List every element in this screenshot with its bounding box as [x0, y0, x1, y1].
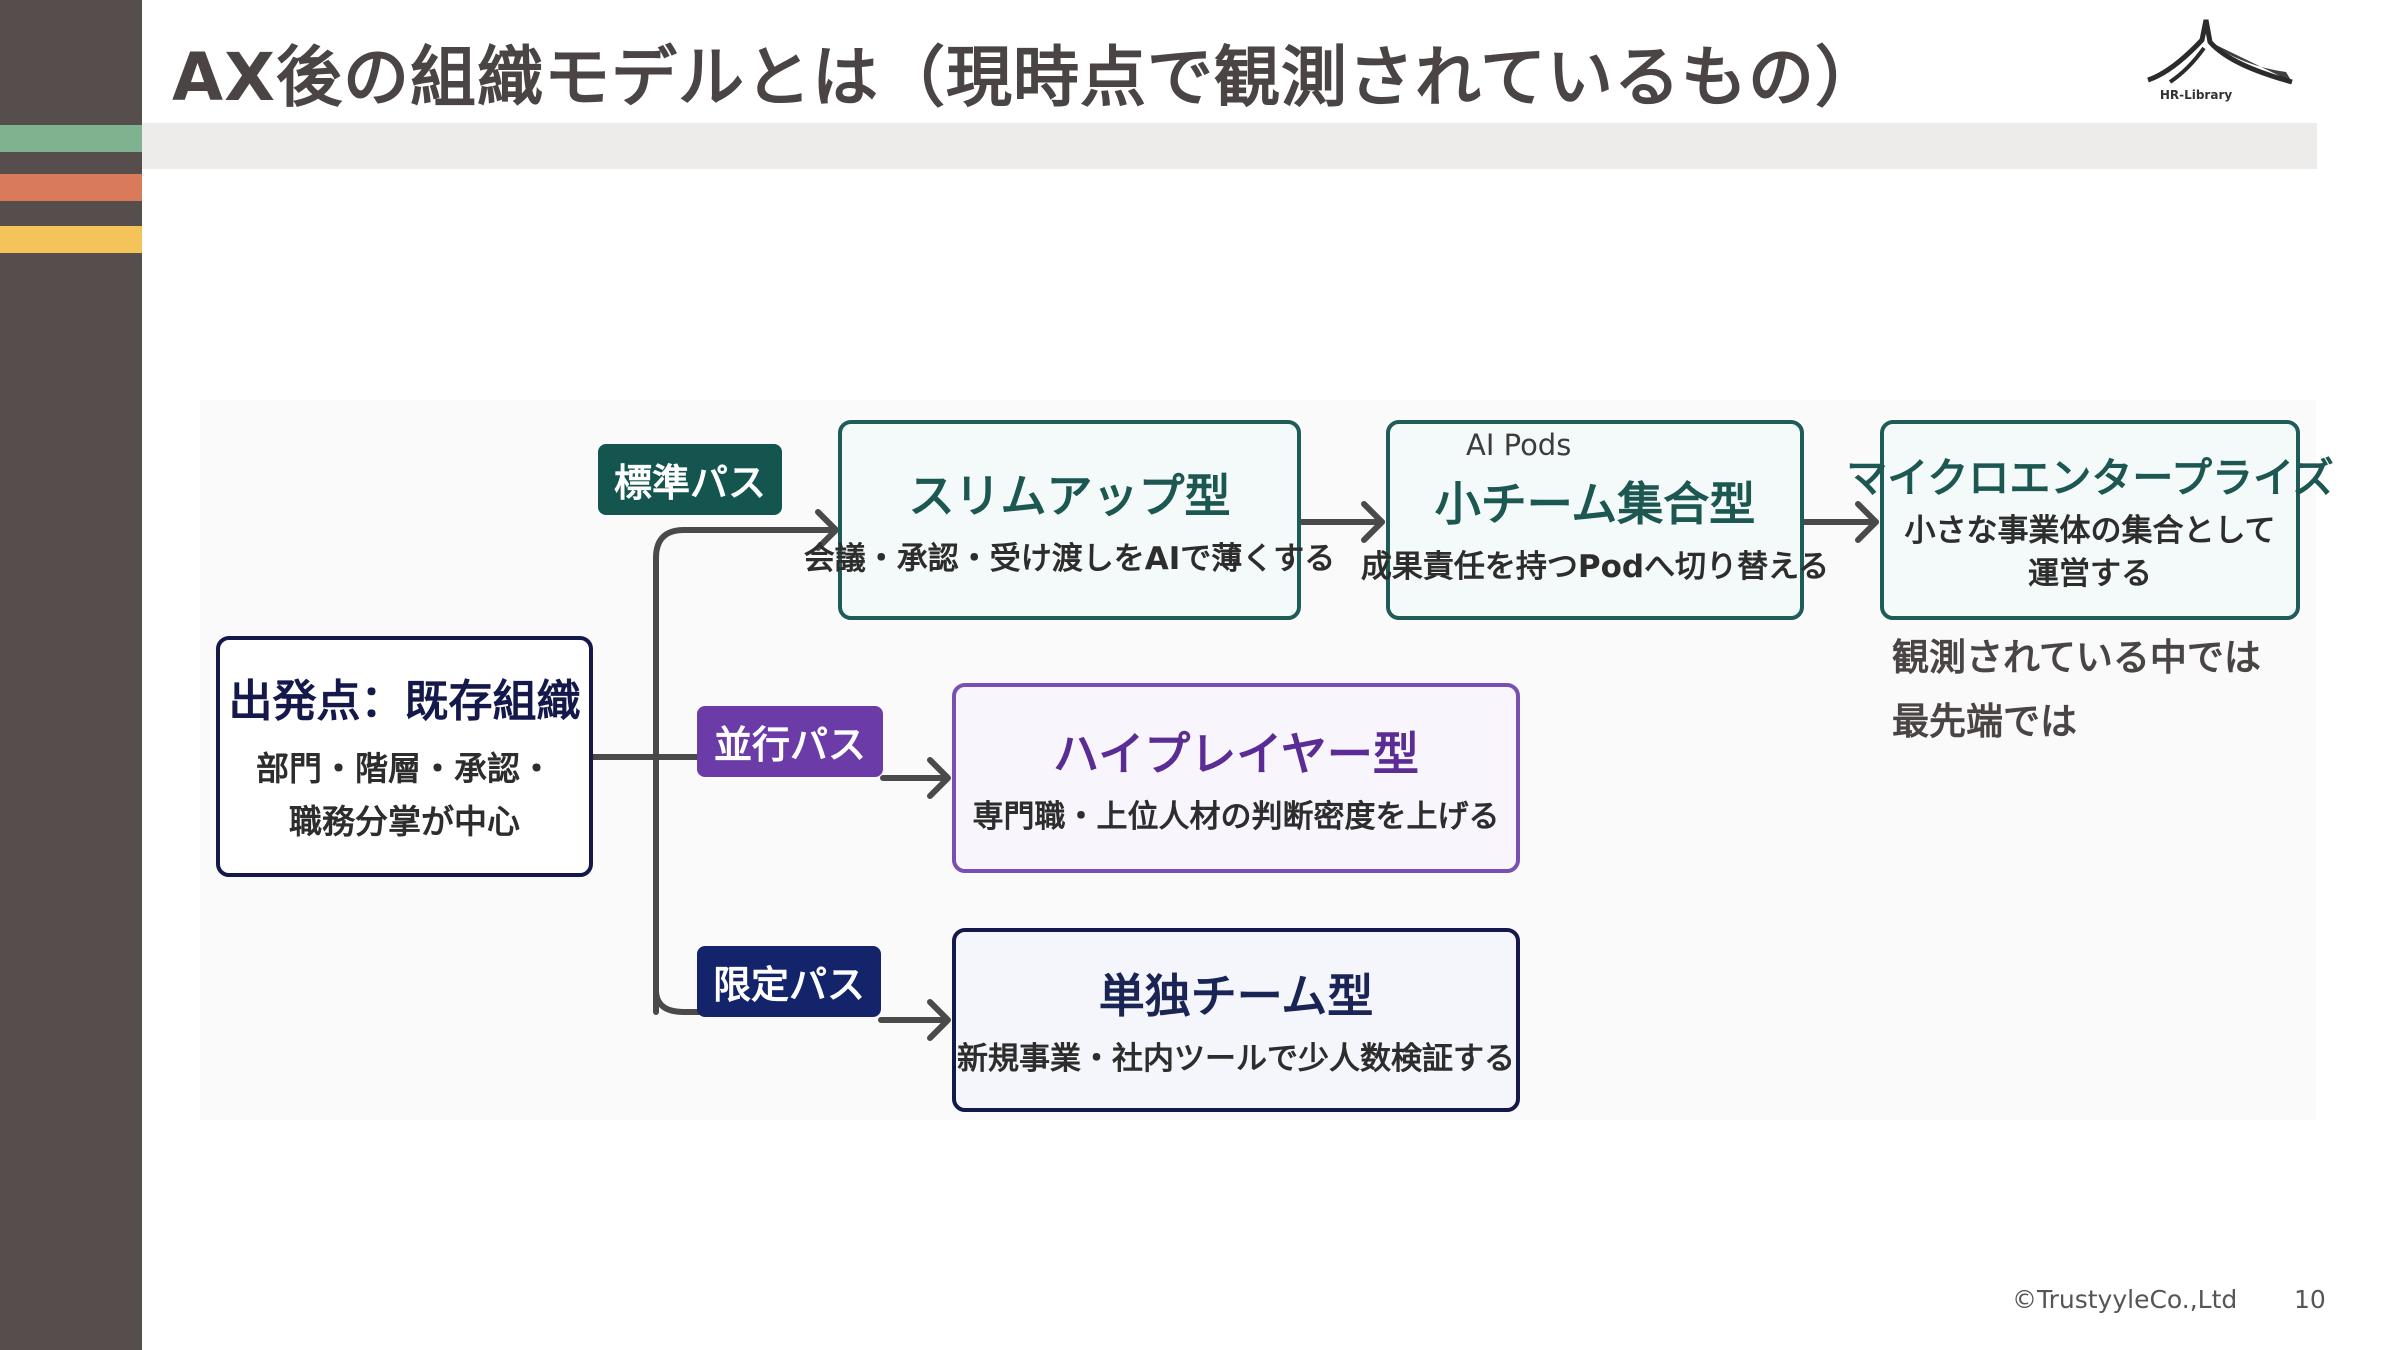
- node-single-team: 単独チーム型 新規事業・社内ツールで少人数検証する: [952, 928, 1520, 1112]
- arrowhead-to-highplayer: [927, 757, 951, 799]
- node-high-player-title: ハイプレイヤー型: [1053, 726, 1419, 781]
- node-slim-up: スリムアップ型 会議・承認・受け渡しをAIで薄くする: [804, 420, 1335, 620]
- start-node-desc-line: 職務分掌が中心: [289, 801, 520, 841]
- start-node-desc: 部門・階層・承認・ 職務分掌が中心: [256, 743, 553, 849]
- node-micro-desc-line: 運営する: [2027, 556, 2152, 592]
- arrowhead-to-slim: [815, 509, 839, 551]
- stripe-green: [0, 125, 142, 152]
- node-micro-desc-line: 小さな事業体の集合として: [1904, 513, 2276, 550]
- node-micro-enterprise: マイクロエンタープライズ 小さな事業体の集合として 運営する: [1846, 420, 2334, 620]
- page-title: AX後の組織モデルとは（現時点で観測されているもの）: [172, 39, 1882, 116]
- page-number: 10: [2294, 1285, 2326, 1314]
- path-label-limited: 限定パス: [697, 946, 881, 1017]
- logo-text: HR-Library: [2159, 88, 2233, 102]
- observation-note: 観測されている中では 最先端では: [1892, 626, 2261, 754]
- copyright-text: ©TrustyyleCo.,Ltd: [2012, 1285, 2238, 1314]
- node-high-player-desc: 専門職・上位人材の判断密度を上げる: [972, 798, 1500, 835]
- node-micro-enterprise-desc: 小さな事業体の集合として 運営する: [1904, 510, 2275, 596]
- roof-logo-icon: [2147, 19, 2293, 85]
- node-ai-pods-tag: AI Pods: [1466, 428, 1572, 462]
- node-small-team-collective: AI Pods 小チーム集合型 成果責任を持つPodへ切り替える: [1361, 420, 1829, 620]
- arrowhead-to-single: [927, 999, 951, 1041]
- node-single-team-title: 単独チーム型: [1098, 968, 1374, 1023]
- connector-parallel: [653, 754, 949, 781]
- node-single-team-desc: 新規事業・社内ツールで少人数検証する: [957, 1040, 1515, 1077]
- arrowhead-to-micro: [1855, 501, 1879, 543]
- stripe-yellow: [0, 226, 142, 253]
- observation-note-line: 観測されている中では: [1892, 636, 2261, 679]
- connector-trunk-lower: [653, 987, 703, 1015]
- start-node-existing-org: 出発点：既存組織 部門・階層・承認・ 職務分掌が中心: [216, 636, 593, 877]
- node-small-team-title: 小チーム集合型: [1434, 476, 1756, 531]
- left-sidebar-band: [0, 0, 142, 1350]
- start-node-desc-line: 部門・階層・承認・: [256, 748, 553, 788]
- connector-trunk: [653, 527, 837, 1015]
- arrowhead-to-pods: [1361, 501, 1385, 543]
- title-underline-band: [142, 123, 2317, 169]
- path-label-parallel: 並行パス: [697, 706, 883, 777]
- start-node-title: 出発点：既存組織: [228, 675, 581, 727]
- node-slim-up-title: スリムアップ型: [908, 468, 1231, 523]
- observation-note-line: 最先端では: [1892, 700, 2077, 743]
- node-slim-up-desc: 会議・承認・受け渡しをAIで薄くする: [803, 540, 1336, 577]
- node-small-team-desc: 成果責任を持つPodへ切り替える: [1360, 548, 1830, 585]
- stripe-orange: [0, 174, 142, 201]
- hr-library-logo: HR-Library: [2146, 12, 2294, 108]
- node-micro-enterprise-title: マイクロエンタープライズ: [1846, 454, 2334, 503]
- node-high-player: ハイプレイヤー型 専門職・上位人材の判断密度を上げる: [952, 683, 1520, 873]
- path-label-standard: 標準パス: [598, 444, 782, 515]
